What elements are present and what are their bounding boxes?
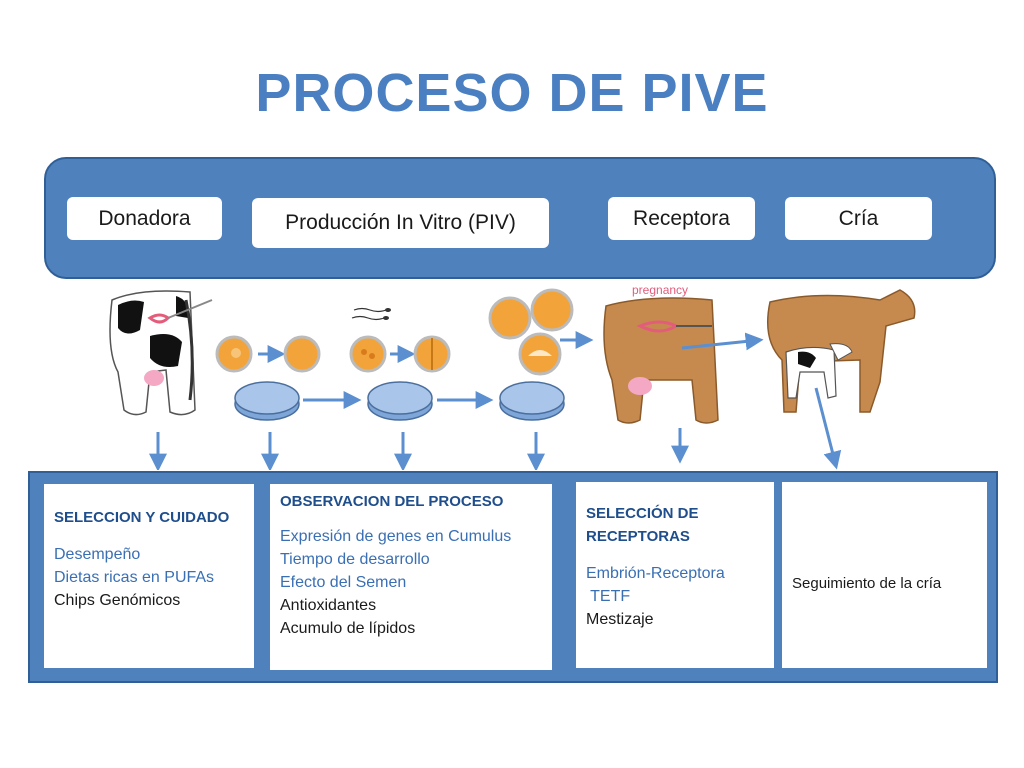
card-donor-selection: SELECCION Y CUIDADO Desempeño Dietas ric… — [44, 484, 254, 668]
stage-receptora: Receptora — [608, 197, 755, 240]
card-process-line: Tiempo de desarrollo — [280, 551, 430, 568]
card-donor-line: Desempeño — [54, 546, 141, 563]
card-recipient-line: Mestizaje — [586, 611, 654, 628]
card-calf-followup: Seguimiento de la cría — [782, 482, 987, 668]
card-donor-line: Chips Genómicos — [54, 592, 181, 609]
down-arrows — [149, 387, 842, 470]
sperm-icon — [351, 307, 391, 321]
card-calf-text: Seguimiento de la cría — [792, 575, 942, 592]
process-illustration: pregnancy — [109, 283, 916, 470]
stage-donadora: Donadora — [67, 197, 222, 240]
pregnancy-label: pregnancy — [632, 283, 688, 297]
oocyte-sequence — [215, 335, 451, 373]
stage-cria: Cría — [785, 197, 932, 240]
card-process-observation: OBSERVACION DEL PROCESO Expresión de gen… — [270, 484, 552, 670]
card-recipient-heading-2: RECEPTORAS — [586, 528, 690, 545]
card-process-line: Efecto del Semen — [280, 574, 407, 591]
cow-and-calf-image — [767, 289, 916, 413]
card-recipient-line: TETF — [586, 588, 631, 605]
card-process-line: Acumulo de lípidos — [280, 620, 416, 637]
card-recipient-heading-1: SELECCIÓN DE — [586, 505, 699, 522]
petri-dishes — [234, 381, 565, 421]
donor-cow-image — [109, 290, 213, 416]
page-title: PROCESO DE PIVE — [255, 63, 769, 123]
card-donor-line: Dietas ricas en PUFAs — [54, 569, 215, 586]
card-recipient-line: Embrión-Receptora — [586, 565, 725, 582]
card-process-heading: OBSERVACION DEL PROCESO — [280, 493, 504, 510]
card-process-line: Expresión de genes en Cumulus — [280, 528, 512, 545]
card-recipient-selection: SELECCIÓN DE RECEPTORAS Embrión-Receptor… — [576, 482, 774, 668]
card-donor-heading: SELECCION Y CUIDADO — [54, 509, 230, 526]
embryo-icon — [488, 288, 594, 376]
card-process-line: Antioxidantes — [280, 597, 377, 614]
stage-piv: Producción In Vitro (PIV) — [252, 198, 549, 248]
recipient-cow-image: pregnancy — [603, 283, 764, 424]
